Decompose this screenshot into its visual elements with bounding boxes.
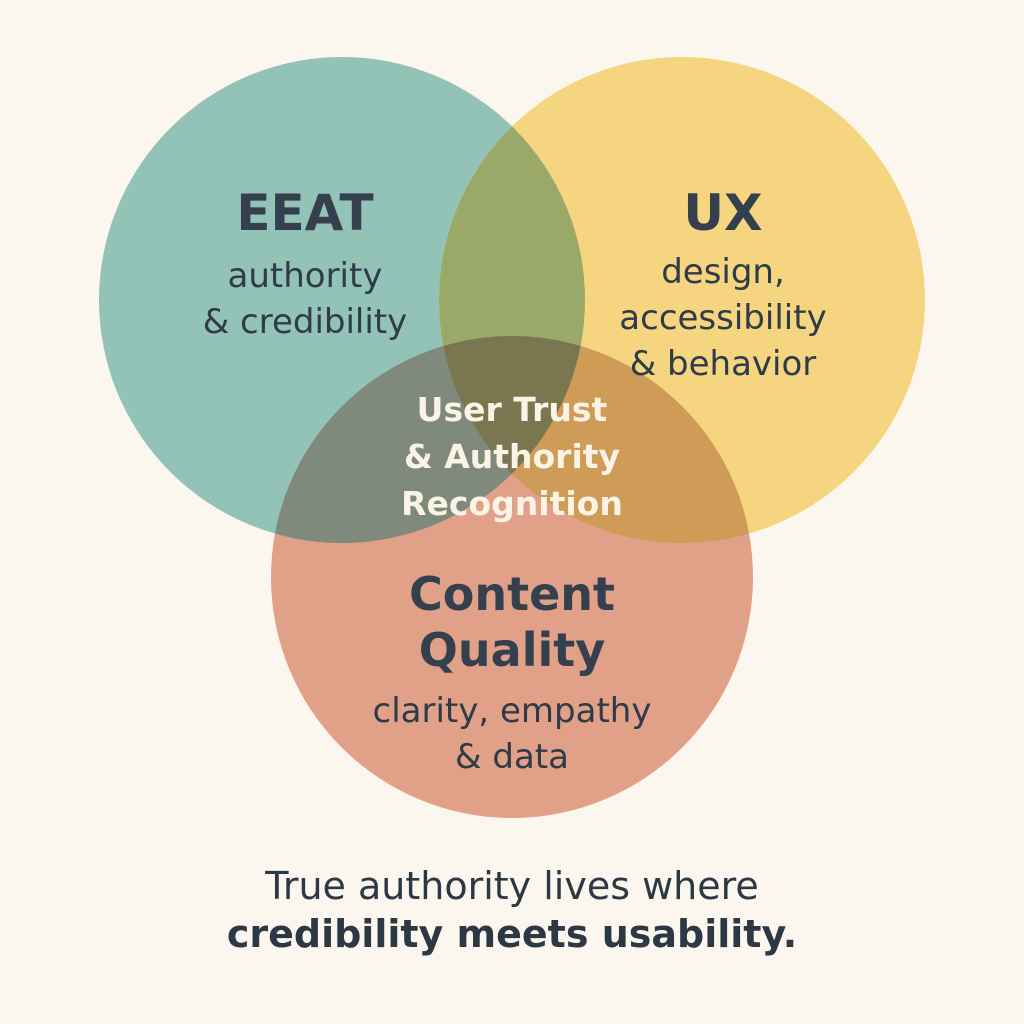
content-title-line1: Content — [408, 567, 616, 621]
center-line3: Recognition — [401, 484, 623, 523]
footer-tagline: True authority lives where credibility m… — [0, 862, 1024, 958]
center-label: User Trust & Authority Recognition — [362, 386, 662, 527]
ux-subtitle-line2: accessibility — [619, 298, 827, 338]
ux-title: UX — [683, 184, 763, 242]
eeat-subtitle-line2: & credibility — [202, 302, 408, 342]
eeat-title: EEAT — [236, 184, 374, 242]
content-title-line2: Quality — [418, 623, 606, 677]
center-line1: User Trust — [416, 390, 608, 429]
center-line2: & Authority — [403, 437, 621, 476]
content-subtitle-line1: clarity, empathy — [372, 691, 652, 731]
footer-line1: True authority lives where — [265, 864, 759, 908]
content-label: Content Quality clarity, empathy & data — [342, 566, 682, 780]
content-subtitle-line2: & data — [455, 737, 569, 777]
ux-label: UX design, accessibility & behavior — [568, 185, 878, 387]
ux-subtitle-line3: & behavior — [629, 344, 817, 384]
footer-line2: credibility meets usability. — [226, 912, 798, 956]
eeat-subtitle-line1: authority — [227, 256, 383, 296]
eeat-label: EEAT authority & credibility — [155, 185, 455, 345]
overlap-eeat-content — [271, 336, 585, 543]
ux-subtitle-line1: design, — [661, 252, 785, 292]
overlap-ux-content — [439, 336, 753, 543]
